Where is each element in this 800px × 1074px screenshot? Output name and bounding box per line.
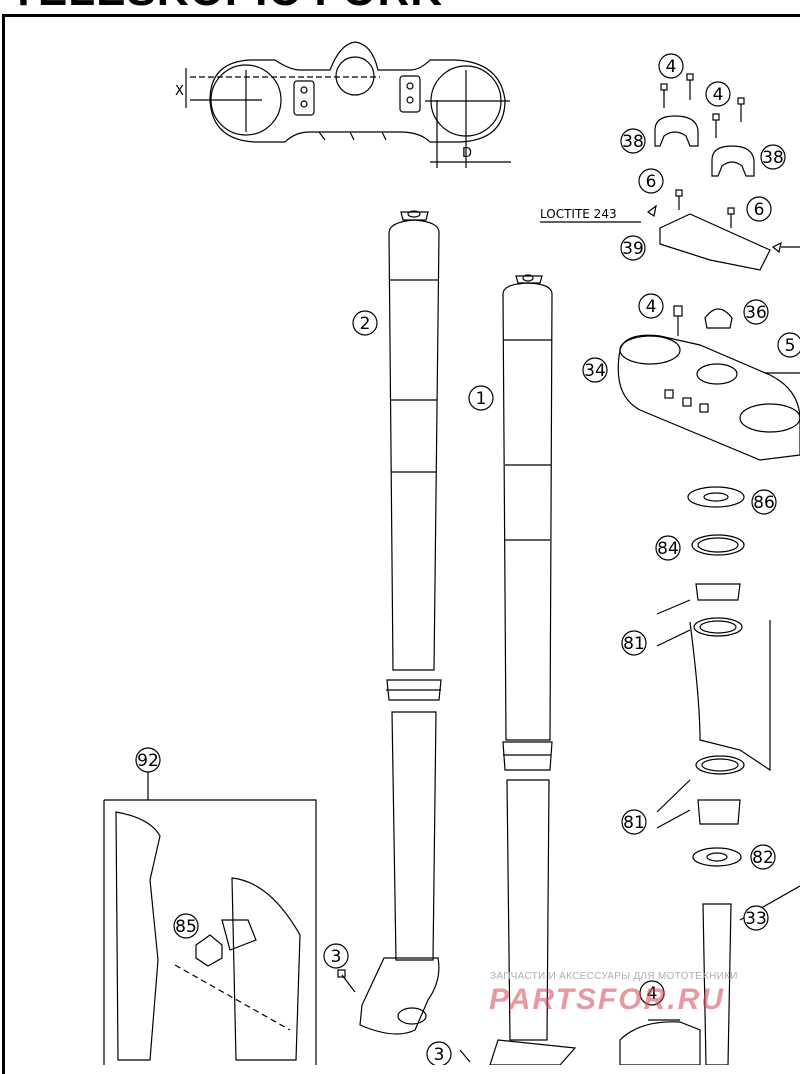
svg-text:2: 2: [360, 314, 371, 334]
callout-3b: 3: [426, 1041, 452, 1065]
callout-4d: 4: [639, 980, 665, 1006]
callout-34: 34: [582, 357, 608, 383]
callout-4b: 4: [705, 81, 731, 107]
svg-text:3: 3: [434, 1045, 445, 1065]
svg-text:34: 34: [584, 361, 606, 381]
svg-text:39: 39: [622, 239, 644, 259]
dimension-d-label: D: [462, 146, 472, 161]
diagram-frame: [2, 14, 800, 1074]
callout-2: 2: [352, 310, 378, 336]
svg-text:6: 6: [646, 172, 657, 192]
svg-text:86: 86: [753, 493, 775, 513]
callout-39: 39: [620, 235, 646, 261]
svg-text:38: 38: [622, 132, 644, 152]
svg-text:4: 4: [713, 85, 724, 105]
callout-3a: 3: [323, 943, 349, 969]
steering-head-bearings: [619, 486, 800, 1065]
svg-text:1: 1: [476, 389, 487, 409]
callout-6a: 6: [638, 168, 664, 194]
svg-text:5: 5: [785, 336, 796, 356]
svg-text:82: 82: [752, 848, 774, 868]
callout-4a: 4: [658, 53, 684, 79]
svg-text:81: 81: [623, 813, 645, 833]
part-callouts: 4 4 38 38 6 6 39 4 36 5 34 2 1 86 84 81 …: [135, 53, 800, 1065]
svg-text:36: 36: [745, 303, 767, 323]
callout-92: 92: [135, 747, 161, 773]
fork-leg-1: [489, 274, 577, 1065]
svg-text:4: 4: [646, 297, 657, 317]
handlebar-clamp-parts: [540, 73, 800, 271]
svg-text:33: 33: [745, 909, 767, 929]
page-title: TELESKOPIC FORK: [10, 0, 443, 16]
callout-6b: 6: [746, 196, 772, 222]
watermark-tagline: ЗАПЧАСТИ И АКСЕССУАРЫ ДЛЯ МОТОТЕХНИКИ: [490, 971, 738, 982]
watermark-logo: PARTSFOR.RU: [489, 983, 725, 1016]
callout-85: 85: [173, 913, 199, 939]
svg-text:81: 81: [623, 634, 645, 654]
callout-36: 36: [743, 299, 769, 325]
svg-text:4: 4: [647, 984, 658, 1004]
fork-leg-2: [359, 210, 442, 1035]
callout-4c: 4: [638, 293, 664, 319]
bolts-3: [337, 969, 471, 1063]
svg-text:84: 84: [657, 539, 679, 559]
callout-84: 84: [655, 535, 681, 561]
callout-86: 86: [751, 489, 777, 515]
lower-triple-clamp-parts: [617, 305, 800, 461]
callout-1: 1: [468, 385, 494, 411]
svg-text:85: 85: [175, 917, 197, 937]
dimension-x-label: X: [175, 84, 184, 99]
callout-81a: 81: [621, 630, 647, 656]
upper-triple-clamp-topview: [185, 41, 511, 168]
svg-text:92: 92: [137, 751, 159, 771]
svg-text:3: 3: [331, 947, 342, 967]
callout-81b: 81: [621, 809, 647, 835]
callout-38a: 38: [620, 128, 646, 154]
svg-text:6: 6: [754, 200, 765, 220]
fork-guards: [103, 770, 317, 1065]
svg-text:38: 38: [762, 148, 784, 168]
callout-82: 82: [750, 844, 776, 870]
callout-33: 33: [743, 905, 769, 931]
loctite-label: LOCTITE 243: [540, 207, 617, 221]
svg-text:4: 4: [666, 57, 677, 77]
callout-5: 5: [777, 332, 800, 358]
callout-38b: 38: [760, 144, 786, 170]
